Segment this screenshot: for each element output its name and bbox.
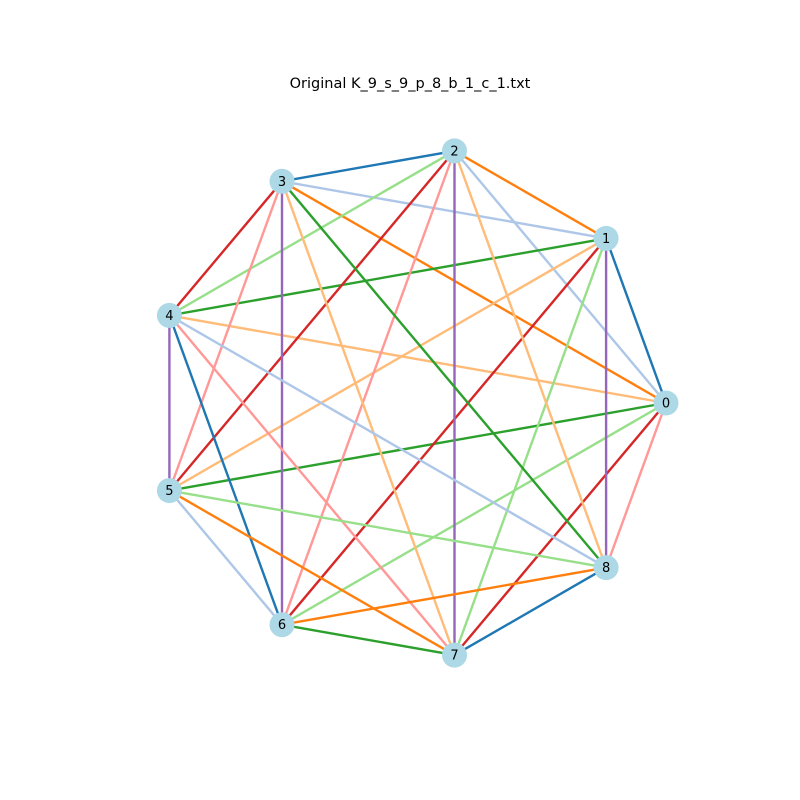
node-circle	[269, 612, 295, 638]
edge-3-8	[281, 180, 608, 569]
edge-1-5	[168, 237, 607, 492]
node-3: 3	[269, 168, 295, 194]
node-label: 0	[662, 397, 670, 412]
edge-5-8	[169, 489, 607, 569]
node-8: 8	[593, 555, 619, 581]
edge-4-7	[168, 314, 456, 656]
edge-0-8	[604, 402, 668, 569]
node-label: 8	[602, 561, 610, 576]
node-circle	[156, 478, 182, 504]
node-label: 6	[278, 618, 286, 633]
edge-layer	[168, 149, 668, 657]
node-0: 0	[653, 390, 679, 416]
node-4: 4	[156, 302, 182, 328]
node-7: 7	[442, 642, 467, 668]
node-circle	[156, 302, 182, 328]
edge-5-6	[168, 489, 283, 626]
node-circle	[269, 168, 295, 194]
edge-7-8	[453, 566, 607, 657]
edge-2-8	[453, 150, 608, 569]
node-layer: 0 1 2 3 4 5 6 7 8	[156, 138, 679, 668]
node-circle	[653, 390, 679, 416]
edge-0-3	[281, 180, 667, 405]
node-label: 3	[278, 175, 286, 190]
edge-3-7	[280, 180, 456, 656]
edge-1-4	[169, 237, 607, 317]
edge-0-6	[281, 401, 667, 626]
edge-1-7	[453, 237, 608, 656]
edge-4-6	[168, 314, 284, 626]
node-circle	[442, 642, 467, 668]
edge-6-8	[281, 566, 607, 626]
edge-3-5	[168, 180, 284, 492]
edge-2-6	[280, 150, 456, 626]
edge-6-7	[281, 623, 455, 657]
node-circle	[593, 225, 619, 251]
edge-0-1	[604, 237, 668, 404]
node-6: 6	[269, 612, 295, 638]
node-label: 7	[450, 649, 458, 664]
edge-3-4	[168, 180, 283, 317]
node-2: 2	[442, 138, 467, 164]
figure-title: Original K_9_s_9_p_8_b_1_c_1.txt	[290, 76, 531, 92]
node-circle	[442, 138, 467, 164]
node-5: 5	[156, 478, 182, 504]
node-label: 2	[450, 144, 458, 159]
edge-2-4	[168, 149, 456, 317]
edge-2-3	[281, 149, 455, 183]
node-circle	[593, 555, 619, 581]
edge-0-5	[169, 401, 667, 492]
edge-1-2	[453, 149, 607, 240]
edge-5-7	[168, 489, 456, 657]
node-1: 1	[593, 225, 619, 251]
edge-2-5	[168, 150, 456, 492]
node-label: 4	[165, 309, 173, 324]
edge-0-2	[453, 150, 667, 404]
edge-0-4	[169, 314, 667, 405]
edge-1-3	[281, 180, 607, 240]
node-label: 1	[602, 232, 610, 247]
node-label: 5	[165, 484, 173, 499]
edge-0-7	[453, 402, 667, 656]
edge-4-8	[168, 314, 607, 569]
edge-1-6	[281, 237, 608, 626]
